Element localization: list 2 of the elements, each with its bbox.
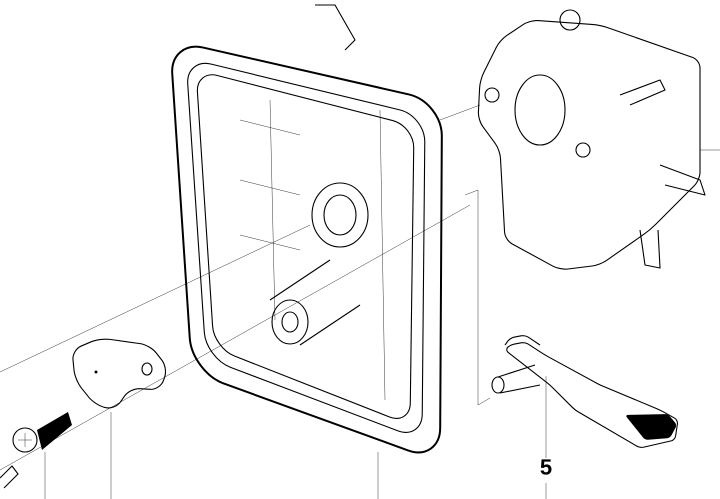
callout-number: 5 [540,459,552,475]
lever-drawing [491,335,678,448]
